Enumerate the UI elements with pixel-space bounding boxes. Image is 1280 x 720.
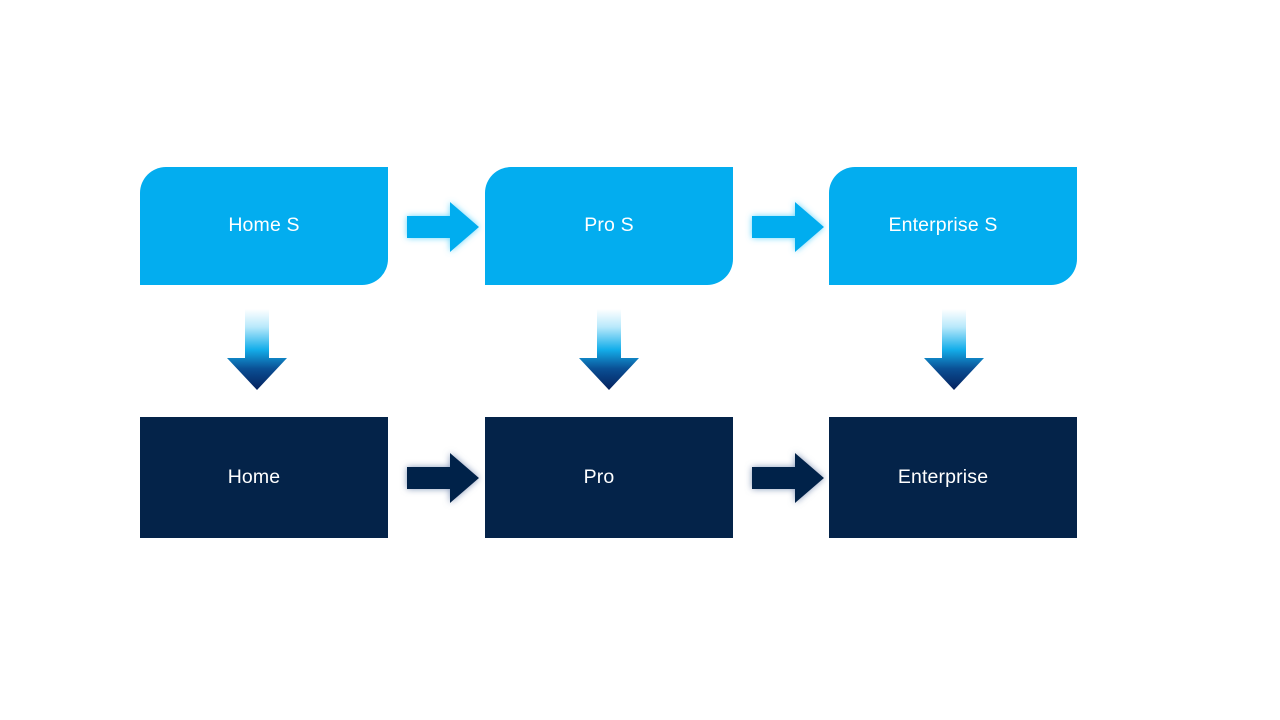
arrow-pro-to-enterprise — [752, 450, 824, 506]
node-home[interactable]: Home — [140, 417, 388, 538]
arrow-enterprise-s-to-enterprise — [923, 309, 985, 391]
node-pro-s[interactable]: Pro S — [485, 167, 733, 285]
arrow-right-icon — [407, 453, 479, 503]
arrow-pro-s-to-pro — [578, 309, 640, 391]
arrow-home-s-to-home — [226, 309, 288, 391]
arrow-pro-s-to-enterprise-s — [752, 199, 824, 255]
arrow-right-icon — [752, 453, 824, 503]
arrow-down-icon — [579, 309, 639, 390]
arrow-down-icon — [227, 309, 287, 390]
node-label-pro: Pro — [583, 465, 615, 488]
arrow-home-s-to-pro-s — [407, 199, 479, 255]
node-label-pro-s: Pro S — [584, 214, 634, 237]
node-enterprise[interactable]: Enterprise — [829, 417, 1077, 538]
node-home-s[interactable]: Home S — [140, 167, 388, 285]
arrow-down-icon — [924, 309, 984, 390]
node-enterprise-s[interactable]: Enterprise S — [829, 167, 1077, 285]
node-label-home: Home — [227, 465, 281, 488]
arrow-right-icon — [752, 202, 824, 252]
arrow-home-to-pro — [407, 450, 479, 506]
node-pro[interactable]: Pro — [485, 417, 733, 538]
node-label-enterprise-s: Enterprise S — [888, 214, 998, 237]
arrow-right-icon — [407, 202, 479, 252]
node-label-home-s: Home S — [228, 214, 300, 237]
node-label-enterprise: Enterprise — [897, 465, 989, 488]
